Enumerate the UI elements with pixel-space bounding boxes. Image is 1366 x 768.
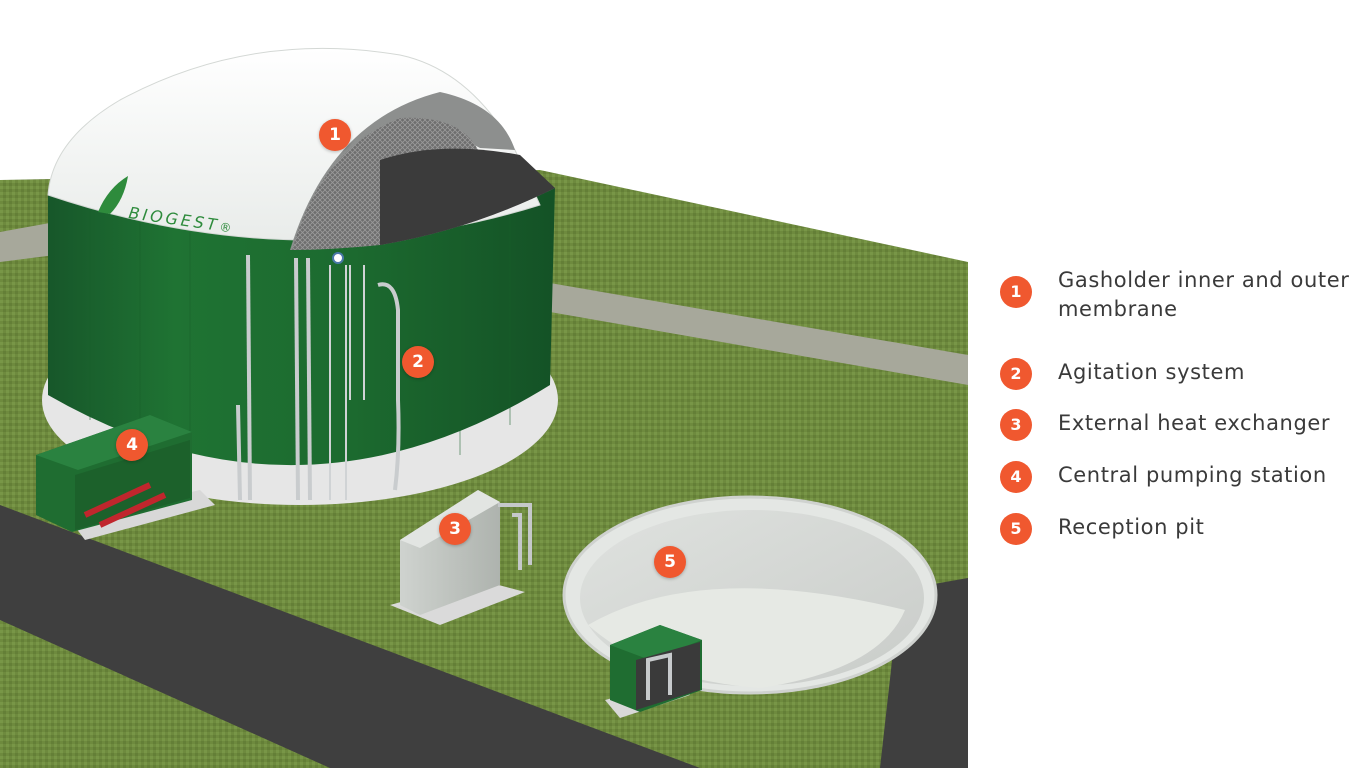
marker-1: 1: [319, 119, 351, 151]
marker-3: 3: [439, 513, 471, 545]
pit-pump-house: [605, 625, 702, 718]
legend-badge-1: 1: [1000, 276, 1032, 308]
legend-badge-4: 4: [1000, 461, 1032, 493]
legend-item-4: 4 Central pumping station: [1000, 461, 1358, 493]
gravel-path: [0, 222, 55, 262]
legend-label-5: Reception pit: [1058, 515, 1205, 539]
road-main: [0, 505, 700, 768]
legend-item-1: 1 Gasholder inner and outer membrane: [1000, 268, 1358, 324]
marker-4: 4: [116, 429, 148, 461]
marker-5: 5: [654, 546, 686, 578]
legend-item-3: 3 External heat exchanger: [1000, 409, 1358, 441]
tank-ladder: [329, 265, 365, 500]
legend-label-4: Central pumping station: [1058, 463, 1327, 487]
leaf-icon: [98, 176, 128, 214]
legend-label-2: Agitation system: [1058, 360, 1246, 384]
agitator-pipes: [236, 254, 401, 501]
legend-badge-3: 3: [1000, 409, 1032, 441]
legend-label-1: Gasholder inner and outer membrane: [1058, 268, 1350, 321]
digester-tank: [48, 188, 555, 466]
legend-item-2: 2 Agitation system: [1000, 358, 1358, 390]
sight-glass-icon: [332, 252, 344, 264]
legend-badge-5: 5: [1000, 513, 1032, 545]
marker-2: 2: [402, 346, 434, 378]
legend-label-3: External heat exchanger: [1058, 411, 1331, 435]
legend-badge-2: 2: [1000, 358, 1032, 390]
central-pumping-station: [36, 415, 215, 540]
gravel-path-right: [550, 283, 968, 385]
tank-inner-dark: [380, 148, 555, 245]
legend-item-5: 5 Reception pit: [1000, 513, 1358, 545]
